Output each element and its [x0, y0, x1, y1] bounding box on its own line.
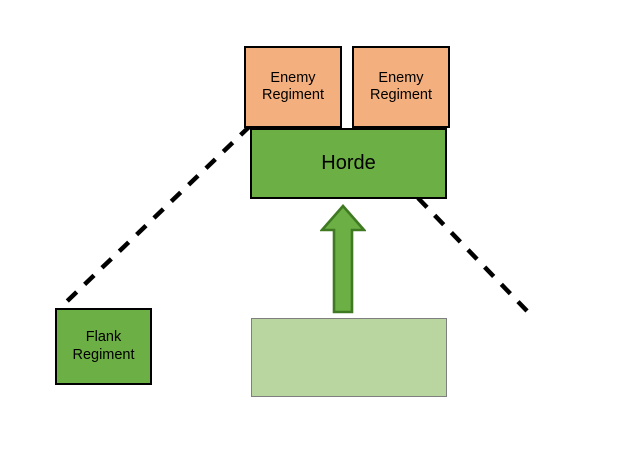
enemy-regiment-left-label: Enemy Regiment: [261, 69, 325, 103]
reserve-block-box[interactable]: [251, 318, 447, 397]
flank-regiment-box[interactable]: Flank Regiment: [55, 308, 152, 385]
enemy-regiment-right-label: Enemy Regiment: [369, 69, 433, 103]
horde-box[interactable]: Horde: [250, 128, 447, 199]
left-flanking-line: [58, 124, 252, 310]
enemy-regiment-left-box[interactable]: Enemy Regiment: [244, 46, 342, 128]
horde-label: Horde: [321, 151, 376, 174]
advance-arrow: [320, 204, 366, 314]
flank-regiment-label: Flank Regiment: [72, 329, 135, 363]
advance-arrow-shape: [320, 204, 366, 314]
enemy-regiment-right-box[interactable]: Enemy Regiment: [352, 46, 450, 128]
right-flanking-line: [416, 196, 530, 314]
